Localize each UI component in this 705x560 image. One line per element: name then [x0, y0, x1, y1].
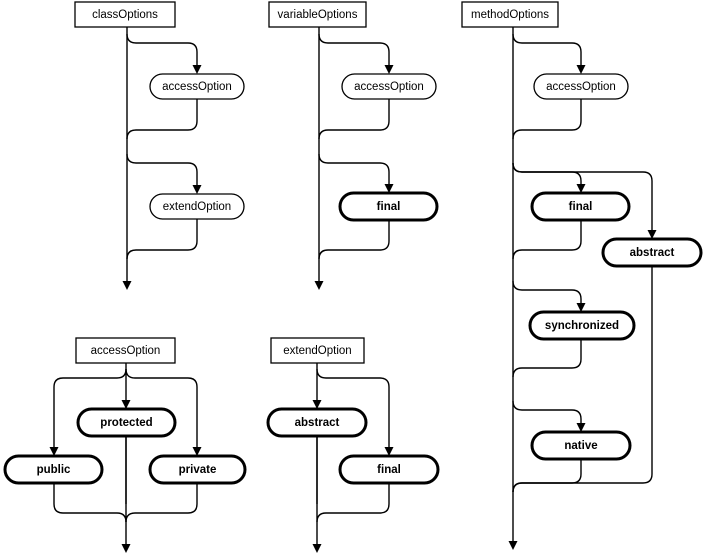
twoway-alt-out-extendOption: [316, 368, 390, 447]
node-label-methodOptions-0: accessOption: [546, 81, 616, 93]
node-label-methodOptions-3: native: [564, 440, 597, 452]
far-branch-join-methodOptions: [512, 473, 653, 493]
main-rail-arrow-methodOptions: [508, 541, 518, 550]
fork-right-arrow-accessOption: [192, 447, 202, 456]
branch-join-classOptions-0: [126, 120, 198, 140]
branch-join-variableOptions-1: [318, 240, 390, 260]
header-box-methodOptions[interactable]: [461, 1, 559, 28]
far-branch-out-methodOptions: [512, 162, 653, 230]
main-rail-arrow-classOptions: [122, 281, 132, 290]
fork-left-join-accessOption: [53, 503, 127, 523]
twoway-alt-arrow-extendOption: [384, 447, 394, 456]
branch-out-classOptions-0: [126, 33, 198, 65]
branch-arrow-methodOptions-1: [576, 184, 586, 193]
twoway-main-arrow-extendOption: [312, 400, 322, 409]
header-label-extendOption: extendOption: [283, 345, 351, 357]
keyword-node-methodOptions-2[interactable]: [528, 310, 636, 341]
branch-arrow-classOptions-1: [192, 185, 202, 194]
fork-left-out-accessOption: [53, 368, 127, 447]
branch-arrow-classOptions-0: [192, 65, 202, 74]
fork-center-arrow-accessOption: [121, 400, 131, 409]
nonterminal-node-methodOptions-0[interactable]: [533, 73, 629, 100]
nonterminal-node-classOptions-1[interactable]: [149, 193, 245, 220]
branch-out-variableOptions-1: [318, 153, 390, 184]
node-label-accessOption-private: private: [179, 464, 217, 476]
branch-join-methodOptions-0: [512, 120, 582, 140]
branch-arrow-methodOptions-0: [576, 65, 586, 74]
keyword-node-variableOptions-1[interactable]: [338, 191, 439, 222]
node-label-accessOption-public: public: [37, 464, 71, 476]
main-rail-arrow-extendOption: [312, 544, 322, 553]
branch-join-variableOptions-0: [318, 120, 390, 140]
node-label-variableOptions-1: final: [377, 201, 401, 213]
node-label-variableOptions-0: accessOption: [354, 81, 424, 93]
branch-arrow-methodOptions-2: [576, 303, 586, 312]
branch-out-methodOptions-0: [512, 33, 582, 65]
node-label-classOptions-0: accessOption: [162, 81, 232, 93]
fork-left-arrow-accessOption: [49, 447, 59, 456]
node-label-methodOptions-abstract: abstract: [630, 247, 675, 259]
main-rail-arrow-accessOption: [121, 544, 131, 553]
branch-join-methodOptions-1: [512, 240, 582, 260]
header-box-classOptions[interactable]: [74, 1, 176, 28]
branch-join-methodOptions-2: [512, 358, 582, 378]
keyword-node-methodOptions-3[interactable]: [530, 430, 632, 461]
branch-join-classOptions-1: [126, 240, 198, 260]
node-label-accessOption-protected: protected: [100, 417, 152, 429]
node-label-methodOptions-1: final: [569, 201, 593, 213]
header-label-variableOptions: variableOptions: [278, 9, 358, 21]
nonterminal-node-classOptions-0[interactable]: [149, 73, 245, 100]
branch-arrow-methodOptions-3: [576, 423, 586, 432]
node-label-extendOption-abstract: abstract: [295, 417, 340, 429]
fork-right-out-accessOption: [125, 368, 198, 447]
fork-right-join-accessOption: [125, 503, 198, 523]
twoway-alt-join-extendOption: [316, 503, 390, 523]
header-label-classOptions: classOptions: [92, 9, 158, 21]
branch-arrow-variableOptions-0: [384, 65, 394, 74]
main-rail-arrow-variableOptions: [314, 281, 324, 290]
node-label-extendOption-final: final: [377, 464, 401, 476]
diagram-layer: classOptions accessOption extendOption vari…: [3, 1, 703, 553]
branch-arrow-variableOptions-1: [384, 184, 394, 193]
branch-out-classOptions-1: [126, 153, 198, 185]
header-label-methodOptions: methodOptions: [471, 9, 549, 21]
branch-out-methodOptions-2: [512, 280, 582, 303]
branch-out-variableOptions-0: [318, 33, 390, 65]
header-box-extendOption[interactable]: [270, 337, 365, 364]
keyword-node-methodOptions-abstract[interactable]: [601, 237, 703, 268]
nonterminal-node-variableOptions-0[interactable]: [341, 73, 437, 100]
header-box-variableOptions[interactable]: [268, 1, 367, 28]
keyword-node-methodOptions-1[interactable]: [530, 191, 631, 222]
node-label-classOptions-1: extendOption: [163, 201, 231, 213]
header-label-accessOption: accessOption: [91, 345, 161, 357]
node-label-methodOptions-2: synchronized: [545, 320, 619, 332]
far-branch-arrow-methodOptions: [647, 230, 657, 239]
branch-out-methodOptions-1: [512, 162, 582, 184]
branch-out-methodOptions-3: [512, 400, 582, 423]
